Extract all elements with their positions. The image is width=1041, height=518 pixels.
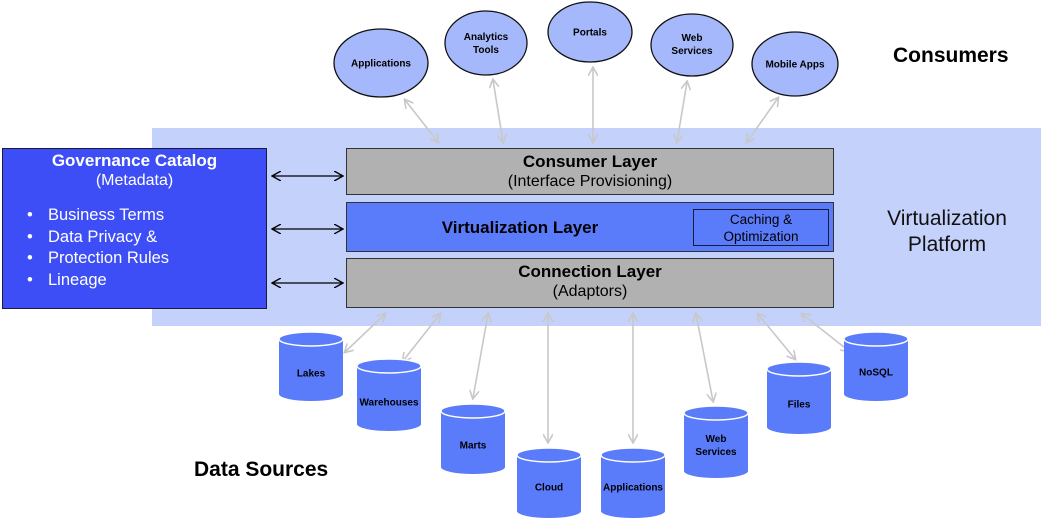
connection-layer: Connection Layer (Adaptors)	[346, 258, 834, 308]
cylinder-cap	[278, 331, 344, 347]
cylinder-body	[684, 413, 748, 478]
cylinder-files	[766, 361, 832, 434]
consumer-label-portals: Portals	[573, 27, 607, 39]
platform-label-line2: Platform	[907, 233, 987, 256]
cylinder-marts	[440, 403, 506, 474]
governance-catalog: Governance Catalog (Metadata) Business T…	[2, 148, 267, 309]
source-label-web-services: Web Services	[695, 434, 737, 458]
cylinder-body	[767, 369, 831, 434]
consumer-label-analytics-tools: Analytics Tools	[463, 32, 509, 56]
virtualization-layer: Virtualization Layer Caching & Optimizat…	[346, 202, 834, 252]
connector-lakes	[345, 314, 385, 352]
platform-label-line1: Virtualization	[887, 207, 1007, 230]
consumer-label-applications: Applications	[350, 58, 412, 70]
consumer-layer-title: Consumer Layer	[522, 152, 658, 171]
source-connectors	[345, 314, 849, 442]
source-label-files: Files	[787, 399, 811, 411]
cylinder-cap	[516, 447, 582, 463]
caching-label: Caching &	[729, 212, 793, 227]
consumer-layer-subtitle: (Interface Provisioning)	[507, 173, 673, 190]
cylinder-cap	[843, 331, 909, 347]
governance-subtitle: (Metadata)	[95, 172, 174, 189]
cylinder-cap	[683, 405, 749, 421]
cylinder-body	[357, 366, 421, 431]
source-nodes	[278, 331, 909, 518]
cylinder-cloud	[516, 447, 582, 518]
governance-list: Business Terms Data Privacy & Protection…	[27, 205, 169, 291]
cylinder-body	[844, 339, 908, 401]
connector-nosql	[802, 314, 849, 351]
cylinder-cap	[600, 447, 666, 463]
cylinder-warehouses	[356, 358, 422, 431]
connector-web-services-source	[696, 314, 713, 401]
connector-applications	[405, 100, 438, 142]
cylinder-cap	[766, 361, 832, 377]
cylinder-body	[441, 411, 505, 474]
connector-files	[758, 314, 795, 359]
consumer-node-analytics-tools	[444, 10, 528, 76]
cylinder-cap	[440, 403, 506, 419]
cylinder-lakes	[278, 331, 344, 401]
connector-marts	[473, 314, 488, 398]
consumer-connectors	[405, 68, 778, 142]
consumer-nodes	[333, 1, 839, 98]
connector-analytics-tools	[493, 80, 503, 142]
cylinder-cap	[356, 358, 422, 374]
virtualization-platform-label: Virtualization Platform	[862, 206, 1032, 258]
cylinder-body	[601, 455, 665, 518]
governance-item: Data Privacy &	[27, 227, 169, 249]
connector-mobile-apps	[747, 98, 778, 142]
consumer-node-mobile-apps	[751, 31, 839, 97]
governance-item: Protection Rules	[27, 248, 169, 270]
governance-title: Governance Catalog	[51, 151, 218, 170]
consumer-layer: Consumer Layer (Interface Provisioning)	[346, 148, 834, 195]
virtualization-layer-title: Virtualization Layer	[441, 218, 599, 237]
source-label-warehouses: Warehouses	[359, 397, 419, 409]
source-label-lakes: Lakes	[296, 368, 326, 380]
data-sources-heading: Data Sources	[194, 458, 329, 481]
cylinder-web-services	[683, 405, 749, 478]
optimization-label: Optimization	[723, 229, 799, 244]
connection-layer-title: Connection Layer	[518, 262, 662, 281]
source-label-applications: Applications	[602, 482, 664, 494]
consumer-label-web-services: Web Services	[671, 33, 713, 57]
governance-item: Lineage	[27, 270, 169, 292]
cylinder-applications	[600, 447, 666, 518]
source-label-marts: Marts	[459, 440, 487, 452]
caching-optimization-box: Caching & Optimization	[693, 209, 829, 246]
consumers-heading: Consumers	[893, 44, 1009, 67]
connector-warehouses	[403, 314, 440, 361]
cylinder-nosql	[843, 331, 909, 401]
source-label-cloud: Cloud	[534, 482, 564, 494]
source-label-nosql: NoSQL	[859, 367, 893, 379]
cylinder-body	[279, 339, 343, 401]
connection-layer-subtitle: (Adaptors)	[552, 283, 628, 300]
consumer-node-applications	[333, 28, 429, 98]
consumer-node-web-services	[650, 13, 734, 77]
cylinder-body	[517, 455, 581, 518]
connector-web-services	[677, 82, 687, 142]
consumer-label-mobile-apps: Mobile Apps	[765, 59, 825, 71]
consumer-node-portals	[547, 1, 633, 63]
governance-item: Business Terms	[27, 205, 169, 227]
governance-connectors	[273, 176, 342, 283]
